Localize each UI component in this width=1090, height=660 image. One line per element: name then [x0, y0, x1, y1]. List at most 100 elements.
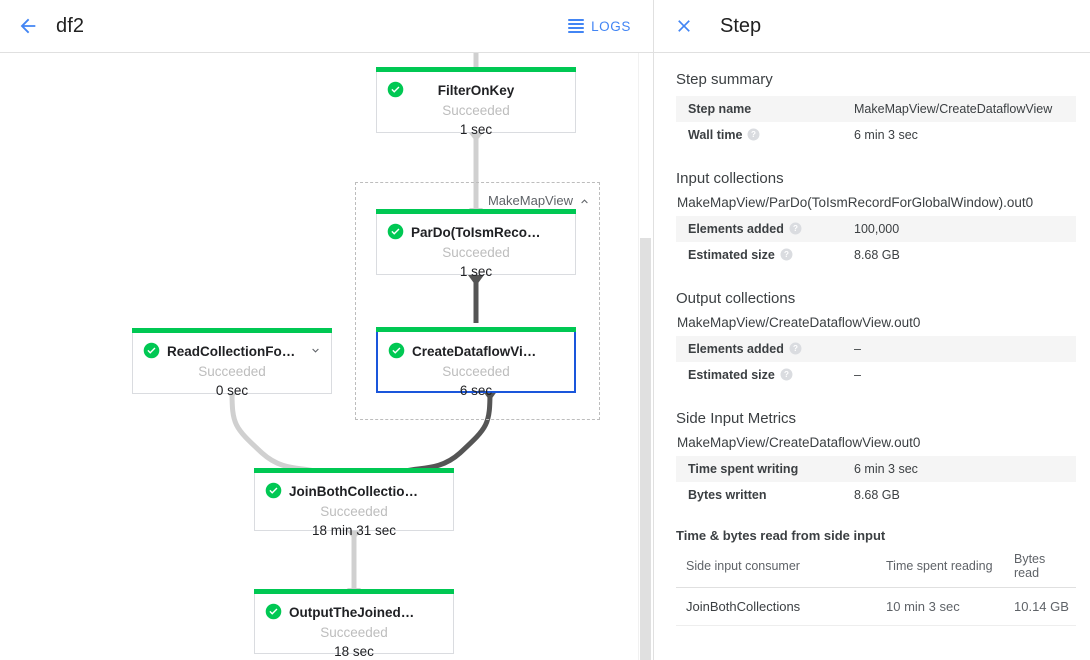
node-status: Succeeded — [442, 364, 510, 379]
step-summary-table: Step name MakeMapView/CreateDataflowView… — [676, 96, 1076, 148]
output-collections-heading: Output collections — [676, 290, 796, 307]
node-create-dataflow-view[interactable]: CreateDataflowView Succeeded 6 sec — [376, 327, 576, 398]
table-row: Estimated size? 8.68 GB — [676, 242, 1076, 268]
check-circle-icon — [265, 482, 282, 499]
row-key: Elements added? — [676, 336, 844, 362]
node-title: OutputTheJoinedCollec… — [289, 605, 453, 620]
node-duration: 6 sec — [459, 383, 493, 398]
table-row: JoinBothCollections 10 min 3 sec 10.14 G… — [676, 587, 1076, 626]
row-key: Bytes written — [688, 488, 767, 502]
svg-text:?: ? — [751, 130, 756, 139]
table-row: Time spent writing 6 min 3 sec — [676, 456, 1076, 482]
input-collections-table: Elements added? 100,000 Estimated size? … — [676, 216, 1076, 268]
table-row: Elements added? 100,000 — [676, 216, 1076, 242]
svg-text:?: ? — [793, 344, 798, 353]
table-row: Bytes written 8.68 GB — [676, 482, 1076, 508]
input-collection-name: MakeMapView/ParDo(ToIsmRecordForGlobalWi… — [677, 195, 1034, 210]
page-title: df2 — [56, 14, 85, 37]
row-value: – — [854, 368, 861, 382]
node-status-bar — [376, 327, 576, 332]
svg-text:?: ? — [784, 250, 789, 259]
node-duration: 1 sec — [459, 264, 493, 279]
row-key: Estimated size? — [676, 242, 844, 268]
help-icon[interactable]: ? — [780, 368, 793, 381]
table-row: Elements added? – — [676, 336, 1076, 362]
graph-scrollbar-track[interactable] — [638, 53, 653, 660]
check-circle-icon — [387, 81, 404, 98]
group-makemapview[interactable]: MakeMapView — [355, 182, 600, 420]
chevron-up-icon[interactable] — [578, 195, 591, 208]
back-button[interactable] — [6, 4, 50, 48]
node-output-the-joined-collection[interactable]: OutputTheJoinedCollec… Succeeded 18 sec — [254, 589, 454, 659]
top-bar: df2 LOGS — [0, 0, 653, 53]
row-key-label: Estimated size — [688, 248, 775, 262]
node-status-bar — [376, 67, 576, 72]
node-status-bar — [376, 209, 576, 214]
node-status: Succeeded — [320, 625, 388, 640]
row-key-label: Estimated size — [688, 368, 775, 382]
help-icon[interactable]: ? — [780, 248, 793, 261]
step-summary-heading: Step summary — [676, 71, 773, 88]
cell-consumer: JoinBothCollections — [676, 587, 876, 626]
node-pardo-toismrecordfor[interactable]: ParDo(ToIsmRecordFor… Succeeded 1 sec — [376, 209, 576, 279]
close-icon — [678, 20, 690, 32]
column-header-bytes: Bytes read — [1004, 547, 1076, 588]
side-input-metrics-heading: Side Input Metrics — [676, 410, 797, 427]
logs-button-label: LOGS — [591, 18, 631, 34]
node-filter-on-key[interactable]: FilterOnKey Succeeded 1 sec — [376, 67, 576, 137]
pane-divider — [653, 0, 654, 660]
step-panel-title: Step — [720, 14, 762, 37]
help-icon[interactable]: ? — [747, 128, 760, 141]
node-duration: 0 sec — [215, 383, 249, 398]
node-title: ParDo(ToIsmRecordFor… — [411, 225, 575, 240]
cell-bytes: 10.14 GB — [1004, 587, 1076, 626]
row-key-label: Elements added — [688, 342, 784, 356]
table-row: Wall time? 6 min 3 sec — [676, 122, 1076, 148]
row-value: MakeMapView/CreateDataflowView — [844, 96, 1076, 122]
graph-scrollbar-thumb[interactable] — [640, 238, 651, 660]
arrow-left-icon — [20, 18, 36, 34]
node-status: Succeeded — [442, 245, 510, 260]
node-read-collection-for-join[interactable]: ReadCollectionForJoin Succeeded 0 sec — [132, 328, 332, 398]
node-title: FilterOnKey — [437, 83, 515, 98]
cell-time: 10 min 3 sec — [876, 587, 1004, 626]
help-icon[interactable]: ? — [789, 342, 802, 355]
node-join-both-collections[interactable]: JoinBothCollections Succeeded 18 min 31 … — [254, 468, 454, 538]
row-value: – — [844, 336, 1076, 362]
logs-button[interactable]: LOGS — [564, 13, 635, 40]
row-key: Time spent writing — [676, 456, 844, 482]
step-panel-body: Step summary Step name MakeMapView/Creat… — [654, 53, 1090, 626]
row-value: 100,000 — [844, 216, 1076, 242]
row-key-label: Wall time — [688, 128, 743, 142]
logs-icon — [568, 19, 585, 33]
side-input-collection-name: MakeMapView/CreateDataflowView.out0 — [677, 435, 921, 450]
output-collection-name: MakeMapView/CreateDataflowView.out0 — [677, 315, 921, 330]
arrowhead-icon — [469, 133, 483, 142]
group-label: MakeMapView — [487, 193, 573, 208]
table-header-row: Side input consumer Time spent reading B… — [676, 547, 1076, 588]
side-input-read-table: Side input consumer Time spent reading B… — [676, 547, 1076, 626]
side-input-read-heading: Time & bytes read from side input — [676, 528, 886, 543]
svg-text:?: ? — [793, 224, 798, 233]
check-circle-icon — [387, 223, 404, 240]
chevron-down-icon[interactable] — [309, 344, 322, 357]
node-duration: 1 sec — [459, 122, 493, 137]
table-row: Step name MakeMapView/CreateDataflowView — [676, 96, 1076, 122]
check-circle-icon — [388, 342, 405, 359]
svg-text:?: ? — [784, 370, 789, 379]
row-key: Step name — [676, 96, 844, 122]
close-button[interactable] — [664, 6, 704, 46]
node-title: ReadCollectionForJoin — [167, 344, 315, 359]
check-circle-icon — [265, 603, 282, 620]
node-status: Succeeded — [442, 103, 510, 118]
column-header-consumer: Side input consumer — [676, 547, 876, 588]
check-circle-icon — [143, 342, 160, 359]
edge-readcollection-to-join — [229, 387, 317, 474]
row-value: 6 min 3 sec — [854, 128, 918, 142]
job-graph-canvas[interactable]: MakeMapView FilterOnKey Succeeded 1 sec — [0, 53, 653, 660]
row-key: Estimated size? — [676, 362, 844, 388]
node-duration: 18 sec — [334, 644, 374, 659]
help-icon[interactable]: ? — [789, 222, 802, 235]
side-input-metrics-table: Time spent writing 6 min 3 sec Bytes wri… — [676, 456, 1076, 508]
